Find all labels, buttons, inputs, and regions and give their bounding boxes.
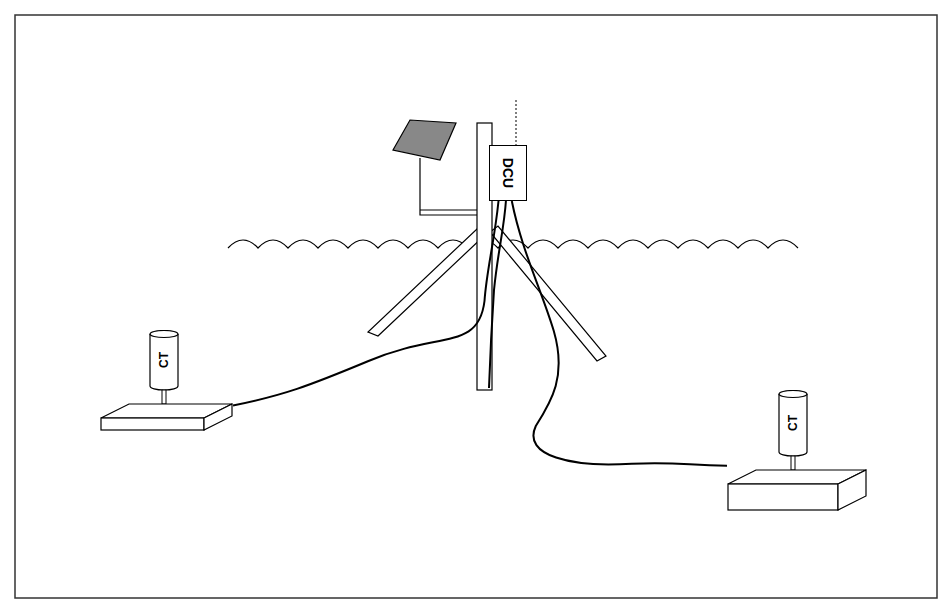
panel-arm — [420, 158, 478, 215]
control-unit-box: DCU — [489, 145, 527, 201]
cable — [489, 200, 506, 388]
frame — [15, 15, 937, 598]
antenna — [515, 100, 517, 146]
tripod-leg — [490, 226, 606, 361]
sensor: CT — [100, 330, 233, 432]
sensor-label: CT — [787, 415, 799, 431]
sensor-shape — [727, 390, 867, 512]
sensor-shape — [100, 330, 233, 432]
unit-label: DCU — [501, 157, 515, 187]
solar-panel — [393, 120, 456, 160]
cable — [233, 201, 499, 405]
tripod-leg — [368, 228, 486, 336]
sensor: CT — [727, 390, 867, 512]
cable — [512, 201, 727, 466]
sensor-label: CT — [158, 352, 170, 368]
